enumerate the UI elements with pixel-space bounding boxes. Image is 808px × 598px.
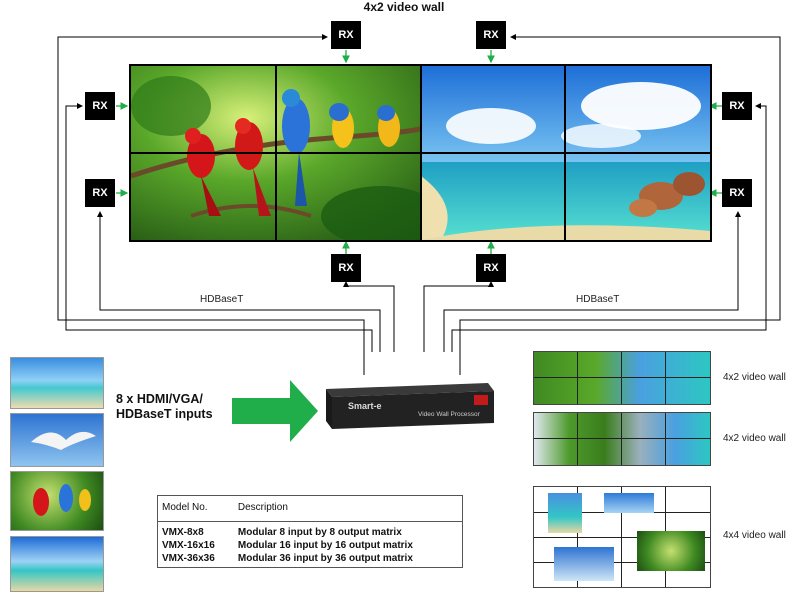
header-model: Model No.: [162, 502, 208, 513]
device-product-label: Video Wall Processor: [418, 411, 480, 418]
input-thumb-birds: [10, 413, 104, 467]
description-cell: Modular 16 input by 16 output matrix: [237, 540, 413, 551]
rx-box-right-upper: RX: [722, 92, 752, 120]
model-table: Model No. Description VMX-8x8 Modular 8 …: [157, 495, 463, 568]
inputs-label-line-2: HDBaseT inputs: [116, 407, 213, 421]
table-header-row: Model No. Description: [158, 496, 463, 522]
rx-box-top-left: RX: [331, 21, 361, 49]
inputs-label: 8 x HDMI/VGA/ HDBaseT inputs: [116, 392, 213, 422]
layout-label-3: 4x4 video wall: [723, 530, 786, 541]
input-thumb-beach-1: [10, 357, 104, 409]
video-wall-4x2: [129, 64, 712, 242]
input-thumb-beach-2: [10, 536, 104, 592]
table-row: VMX-16x16 Modular 16 input by 16 output …: [158, 539, 463, 552]
description-cell: Modular 36 input by 36 output matrix: [237, 553, 413, 564]
hdbaset-label-left: HDBaseT: [200, 294, 244, 305]
layout-label-2: 4x2 video wall: [723, 433, 786, 444]
rx-box-bottom-left: RX: [331, 254, 361, 282]
rx-box-bottom-right: RX: [476, 254, 506, 282]
header-description: Description: [237, 502, 288, 513]
input-arrow: [232, 380, 318, 442]
rx-box-right-lower: RX: [722, 179, 752, 207]
table-row: VMX-8x8 Modular 8 input by 8 output matr…: [158, 526, 463, 539]
table-row: VMX-36x36 Modular 36 input by 36 output …: [158, 552, 463, 568]
rx-box-top-right: RX: [476, 21, 506, 49]
layout-preview-1: [533, 351, 711, 405]
rx-box-left-upper: RX: [85, 92, 115, 120]
layout-preview-2: [533, 412, 711, 466]
layout-label-1: 4x2 video wall: [723, 372, 786, 383]
bezel-line: [131, 152, 710, 154]
model-cell: VMX-16x16: [162, 540, 215, 551]
model-cell: VMX-8x8: [162, 527, 204, 538]
input-thumb-parrots: [10, 471, 104, 531]
diagram-title: 4x2 video wall: [363, 0, 445, 14]
video-wall-processor-device: Smart-e Video Wall Processor: [318, 383, 496, 431]
device-brand: Smart-e: [348, 401, 382, 411]
rx-box-left-lower: RX: [85, 179, 115, 207]
hdbaset-label-right: HDBaseT: [576, 294, 620, 305]
description-cell: Modular 8 input by 8 output matrix: [237, 527, 402, 538]
inputs-label-line-1: 8 x HDMI/VGA/: [116, 392, 203, 406]
layout-preview-3: [533, 486, 711, 588]
model-cell: VMX-36x36: [162, 553, 215, 564]
